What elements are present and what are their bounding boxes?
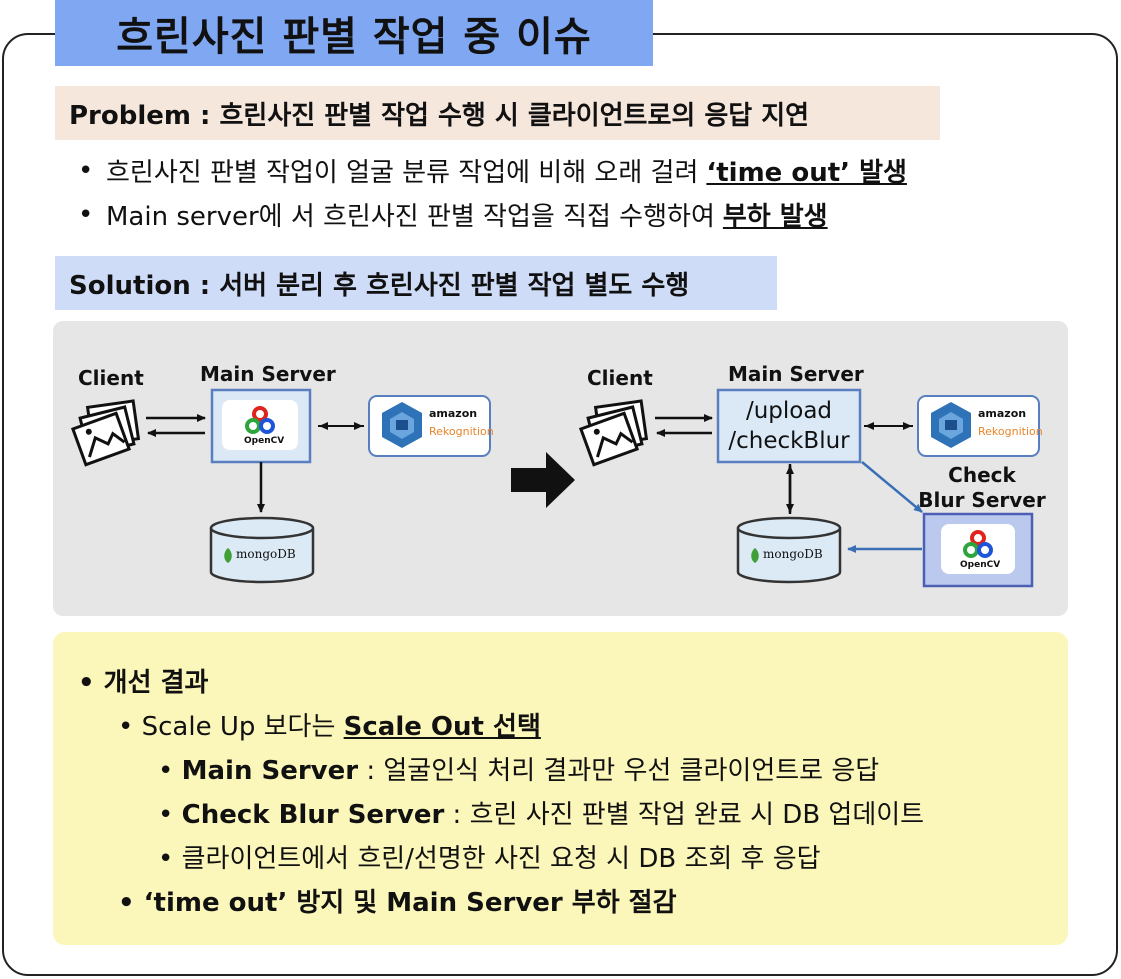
rekognition-icon <box>382 402 422 448</box>
main-server-label-before: Main Server <box>200 362 336 386</box>
scale-prefix: Scale Up 보다는 <box>141 712 336 742</box>
problem-bullet-1-emphasis: ‘time out’ 발생 <box>706 158 907 188</box>
bullet-dot: • <box>118 712 142 742</box>
bullet-dot: • <box>78 668 104 698</box>
title-banner: 흐린사진 판별 작업 중 이슈 <box>55 0 653 66</box>
rekognition-label-before: Rekognition <box>429 425 494 438</box>
bullet-dot: • <box>118 888 144 918</box>
bullet-dot: • <box>158 800 182 830</box>
endpoint-upload: /upload <box>745 398 833 424</box>
opencv-logo-icon-after <box>963 530 993 558</box>
arrow-server-to-check-blur <box>861 461 923 513</box>
page-title: 흐린사진 판별 작업 중 이슈 <box>116 14 592 60</box>
problem-bullet-2-text: Main server에 서 흐린사진 판별 작업을 직접 수행하여 <box>106 202 715 232</box>
bullet-dot: • <box>78 155 94 186</box>
result-panel <box>53 632 1068 945</box>
problem-bullet-2-emphasis: 부하 발생 <box>722 202 828 232</box>
problem-heading-box: Problem : 흐린사진 판별 작업 수행 시 클라이언트로의 응답 지연 <box>55 86 940 140</box>
problem-heading: Problem : 흐린사진 판별 작업 수행 시 클라이언트로의 응답 지연 <box>69 100 810 131</box>
mongodb-cylinder-before <box>209 516 315 584</box>
rekognition-label-after: Rekognition <box>978 425 1043 438</box>
opencv-label-after: OpenCV <box>960 560 1001 570</box>
main-server-label-after: Main Server <box>728 362 864 386</box>
result-item-3: • 클라이언트에서 흐린/선명한 사진 요청 시 DB 조회 후 응답 <box>158 838 821 875</box>
check-blur-server-label-line1: Check <box>948 463 1016 487</box>
client-photos-icon-after <box>578 399 649 467</box>
result-conclusion: • ‘time out’ 방지 및 Main Server 부하 절감 <box>118 882 677 919</box>
result-item-3-text: 클라이언트에서 흐린/선명한 사진 요청 시 DB 조회 후 응답 <box>181 844 821 874</box>
opencv-logo-icon <box>245 406 275 434</box>
solution-heading-box: Solution : 서버 분리 후 흐린사진 판별 작업 별도 수행 <box>55 256 777 310</box>
result-conclusion-text: ‘time out’ 방지 및 Main Server 부하 절감 <box>143 888 677 918</box>
problem-bullet-2: • Main server에 서 흐린사진 판별 작업을 직접 수행하여 부하 … <box>78 196 828 233</box>
opencv-label-before: OpenCV <box>244 436 285 446</box>
amazon-label-before: amazon <box>429 407 478 420</box>
result-heading-text: 개선 결과 <box>103 668 209 698</box>
result-item-2-bold: Check Blur Server <box>181 800 445 830</box>
client-photos-icon <box>70 399 141 467</box>
scale-emphasis: Scale Out 선택 <box>343 712 541 742</box>
result-item-1-bold: Main Server <box>181 756 359 786</box>
result-scale-line: • Scale Up 보다는 Scale Out 선택 <box>118 706 541 743</box>
result-item-2: • Check Blur Server : 흐린 사진 판별 작업 완료 시 D… <box>158 794 924 831</box>
check-blur-server-label-line2: Blur Server <box>918 488 1046 512</box>
mongodb-label-after: mongoDB <box>763 547 823 561</box>
client-label-after: Client <box>587 366 653 390</box>
problem-bullet-1-text: 흐린사진 판별 작업이 얼굴 분류 작업에 비해 오래 걸려 <box>106 158 699 188</box>
bullet-dot: • <box>78 199 94 230</box>
main-server-box-after <box>716 388 862 464</box>
mongodb-label-before: mongoDB <box>236 547 296 561</box>
endpoint-checkblur: /checkBlur <box>728 428 850 454</box>
result-item-2-text: : 흐린 사진 판별 작업 완료 시 DB 업데이트 <box>444 800 925 830</box>
transition-arrow-icon <box>511 452 575 508</box>
client-label-before: Client <box>78 366 144 390</box>
bullet-dot: • <box>158 844 182 874</box>
result-item-1: • Main Server : 얼굴인식 처리 결과만 우선 클라이언트로 응답 <box>158 750 879 787</box>
solution-heading: Solution : 서버 분리 후 흐린사진 판별 작업 별도 수행 <box>69 270 690 301</box>
amazon-label-after: amazon <box>978 407 1027 420</box>
rekognition-icon-after <box>931 402 971 448</box>
problem-bullet-1: • 흐린사진 판별 작업이 얼굴 분류 작업에 비해 오래 걸려 ‘time o… <box>78 152 907 189</box>
result-heading: • 개선 결과 <box>78 662 208 699</box>
mongodb-cylinder-after <box>736 516 842 584</box>
bullet-dot: • <box>158 756 182 786</box>
result-item-1-text: : 얼굴인식 처리 결과만 우선 클라이언트로 응답 <box>358 756 880 786</box>
